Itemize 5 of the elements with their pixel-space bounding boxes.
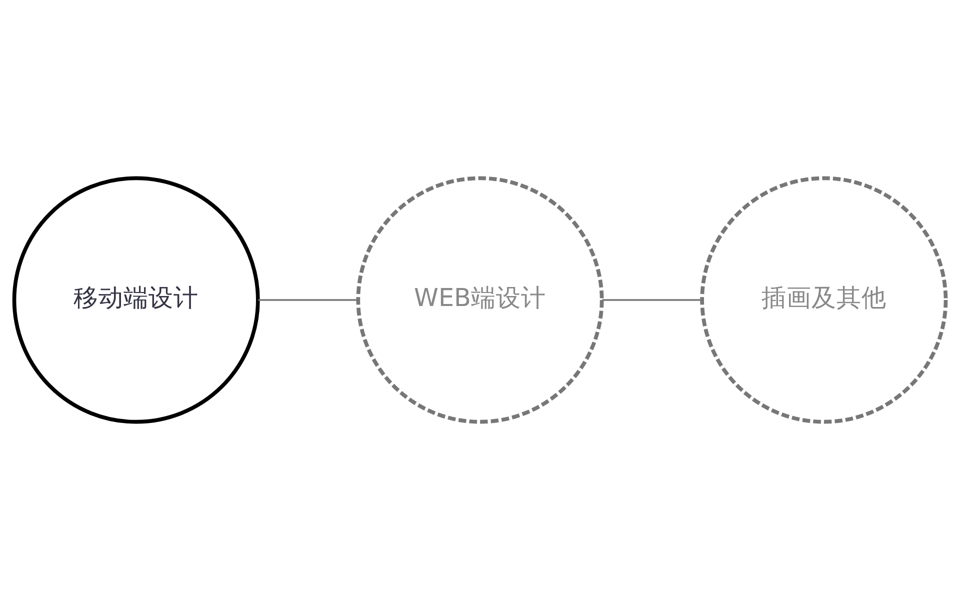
connector (602, 299, 702, 301)
connector (258, 299, 358, 301)
node-circle: WEB端设计 (356, 176, 604, 424)
node-circle: 移动端设计 (12, 176, 260, 424)
node-circle: 插画及其他 (700, 176, 948, 424)
